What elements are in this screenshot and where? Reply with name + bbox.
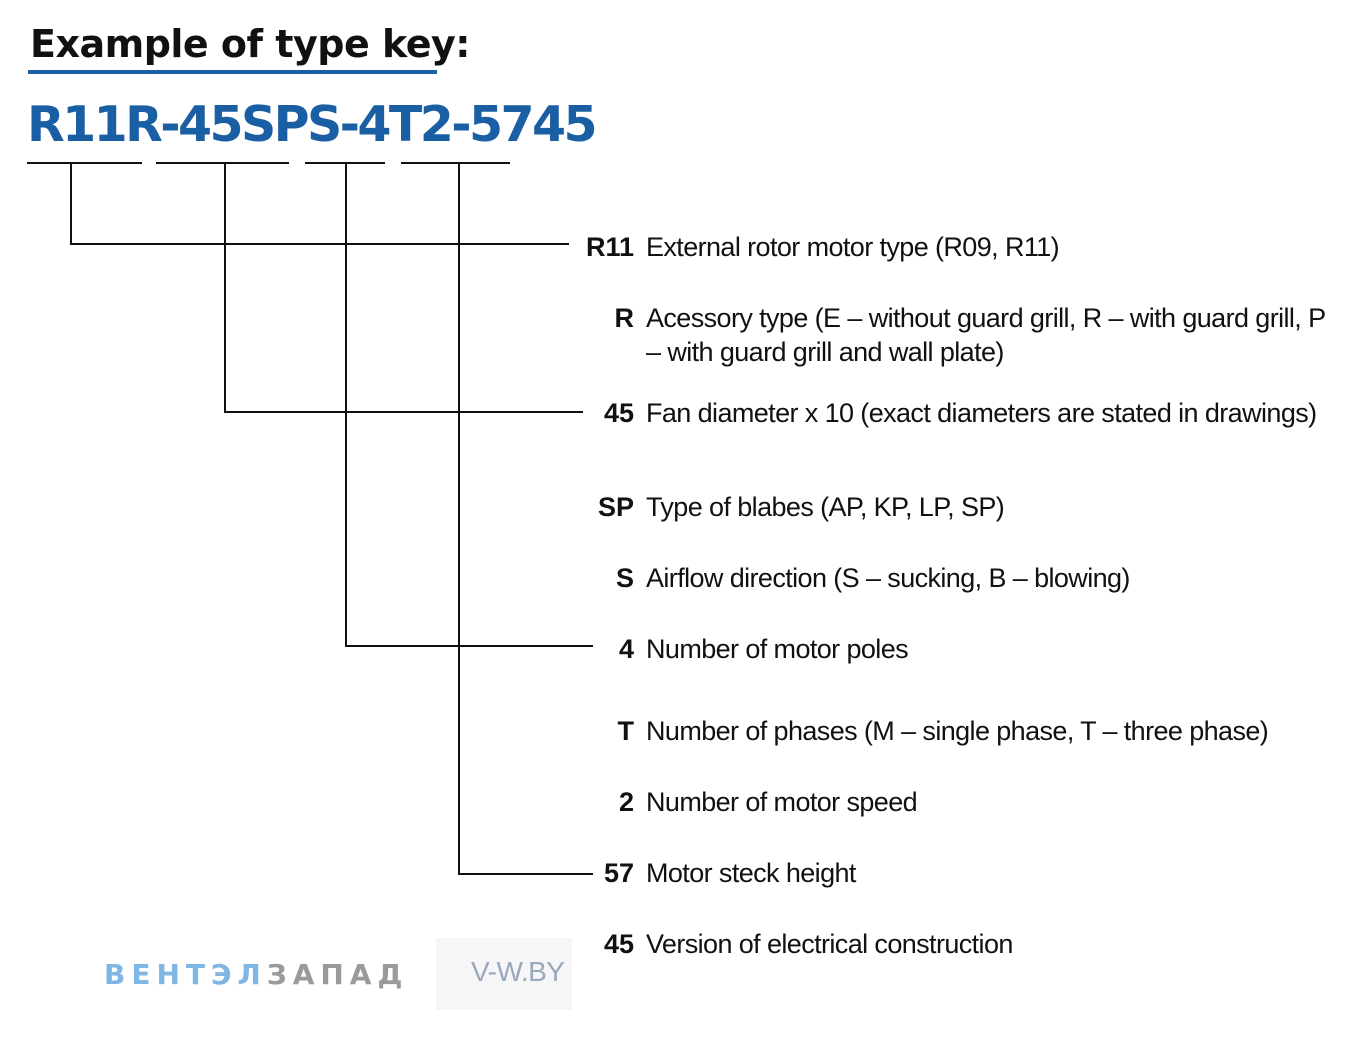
- entry-code: 2: [618, 787, 634, 817]
- entry-description: Number of phases (M – single phase, T – …: [646, 716, 1269, 746]
- connector-group-1: [70, 162, 569, 245]
- watermark-box: [436, 938, 572, 1010]
- entry-description: Motor steck height: [646, 858, 856, 888]
- page-title: Example of type key:: [30, 22, 470, 66]
- entry-code: R: [614, 303, 635, 333]
- watermark-brand-part2: ЗАПАД: [266, 958, 409, 991]
- type-key-example: R11R-45SPS-4T2-5745: [27, 96, 598, 153]
- connector-group-4: [458, 162, 593, 875]
- watermark: ВЕНТЭЛЗАПАД V-W.BY: [100, 938, 580, 1012]
- entry-code: 45: [603, 929, 634, 959]
- entry-code: 45: [603, 398, 634, 428]
- connector-group-2: [224, 162, 583, 413]
- entry-code: SP: [597, 492, 634, 522]
- entry-description: Airflow direction (S – sucking, B – blow…: [646, 563, 1130, 593]
- entry-code: R11: [585, 232, 634, 262]
- entry-description: Fan diameter x 10 (exact diameters are s…: [646, 398, 1317, 428]
- entry-code: T: [617, 716, 635, 746]
- title-underline: [28, 70, 437, 74]
- entry-description: Acessory type (E – without guard grill, …: [646, 303, 1326, 367]
- entry-description: Number of motor speed: [646, 787, 918, 817]
- entry-code: 4: [618, 634, 634, 664]
- entry-description: Number of motor poles: [646, 634, 909, 664]
- watermark-brand-part1: ВЕНТЭЛ: [104, 958, 267, 991]
- entry-description: Version of electrical construction: [646, 929, 1013, 959]
- entry-description: Type of blabes (AP, KP, LP, SP): [646, 492, 1005, 522]
- watermark-brand: ВЕНТЭЛЗАПАД: [104, 958, 408, 991]
- entry-description: External rotor motor type (R09, R11): [646, 232, 1060, 262]
- connector-group-3: [345, 162, 593, 647]
- entry-code: 57: [603, 858, 634, 888]
- watermark-site: V-W.BY: [471, 956, 565, 987]
- entry-code: S: [615, 563, 634, 593]
